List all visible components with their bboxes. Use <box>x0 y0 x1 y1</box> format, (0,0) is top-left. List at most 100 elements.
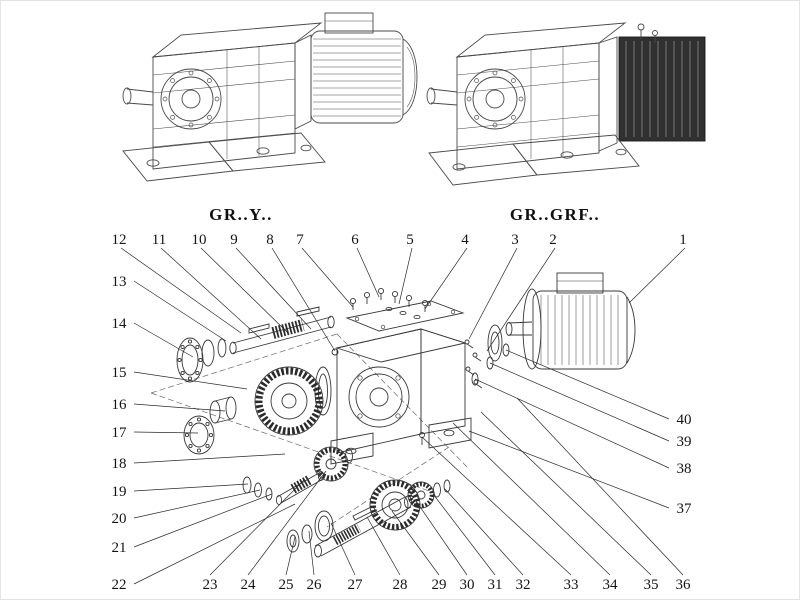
leader-line-3 <box>468 247 518 340</box>
part-number-15: 15 <box>112 365 127 381</box>
construction-lines <box>150 333 470 528</box>
leader-line-30 <box>415 500 468 576</box>
terminal-box <box>556 272 604 294</box>
leader-line-17 <box>133 431 199 434</box>
leader-line-22 <box>133 503 296 585</box>
part-number-40: 40 <box>677 412 692 428</box>
part-number-22: 22 <box>112 577 127 593</box>
part-number-16: 16 <box>112 397 128 413</box>
part-number-11: 11 <box>152 232 166 248</box>
oil-plug <box>331 348 339 356</box>
intermediate-gear-set <box>183 366 332 455</box>
leader-line-31 <box>432 493 496 576</box>
part-number-32: 32 <box>516 577 531 593</box>
leader-line-16 <box>133 403 226 412</box>
assembled-view-grf <box>426 22 706 186</box>
top-screw-icon <box>637 23 645 31</box>
part-number-19: 19 <box>112 484 127 500</box>
part-number-6: 6 <box>351 232 359 248</box>
leader-line-40 <box>505 349 670 420</box>
part-number-33: 33 <box>564 577 579 593</box>
part-number-14: 14 <box>112 316 128 332</box>
part-number-17: 17 <box>112 425 128 441</box>
assembled-view-gry <box>122 12 418 182</box>
part-number-13: 13 <box>112 274 127 290</box>
part-number-10: 10 <box>192 232 207 248</box>
leader-line-4 <box>424 247 468 310</box>
variant-label-grf: GR..GRF.. <box>510 205 600 224</box>
brake-cover-dark <box>618 36 706 142</box>
motor-studs <box>464 339 483 389</box>
leader-line-34 <box>452 422 611 576</box>
leader-line-19 <box>133 483 249 492</box>
part-number-12: 12 <box>112 232 127 248</box>
leader-line-33 <box>421 436 572 576</box>
part-number-18: 18 <box>112 456 127 472</box>
leader-line-11 <box>160 247 262 340</box>
part-number-31: 31 <box>488 577 503 593</box>
leader-line-35 <box>480 411 652 576</box>
part-number-5: 5 <box>406 232 414 248</box>
shaft-key <box>296 306 320 317</box>
leader-line-38 <box>474 378 670 469</box>
part-number-37: 37 <box>677 501 693 517</box>
part-number-38: 38 <box>677 461 692 477</box>
motor-flange <box>522 288 542 370</box>
cover-bolts <box>349 287 429 320</box>
leader-line-8 <box>271 247 336 352</box>
leader-line-27 <box>330 522 356 576</box>
leader-line-24 <box>247 470 327 576</box>
leader-line-13 <box>133 280 227 342</box>
input-shaft-assembly <box>176 306 335 383</box>
leader-line-29 <box>391 510 440 576</box>
pinion-gear <box>314 447 348 481</box>
part-number-36: 36 <box>676 577 692 593</box>
leader-line-20 <box>133 489 261 519</box>
leader-line-6 <box>356 247 380 298</box>
part-number-8: 8 <box>266 232 274 248</box>
part-number-27: 27 <box>348 577 364 593</box>
part-number-2: 2 <box>549 232 557 248</box>
leader-line-15 <box>133 371 248 390</box>
input-bearing <box>176 337 204 383</box>
part-number-21: 21 <box>112 540 127 556</box>
part-number-30: 30 <box>460 577 475 593</box>
variant-label-gry: GR..Y.. <box>209 205 273 224</box>
leader-line-14 <box>133 322 194 358</box>
output-gear <box>370 480 420 530</box>
part-number-23: 23 <box>203 577 218 593</box>
housing-cover-plate <box>345 300 465 332</box>
part-number-29: 29 <box>432 577 447 593</box>
large-gear <box>255 367 323 435</box>
part-number-7: 7 <box>296 232 304 248</box>
output-bearing <box>314 510 334 542</box>
part-number-3: 3 <box>511 232 519 248</box>
part-number-28: 28 <box>393 577 408 593</box>
part-number-39: 39 <box>677 434 692 450</box>
terminal-box <box>324 12 374 34</box>
shaft-key <box>248 323 270 334</box>
leader-line-39 <box>489 362 670 442</box>
leader-line-2 <box>486 247 556 352</box>
leader-line-37 <box>468 430 670 509</box>
motor-shaft <box>505 322 513 336</box>
leader-line-18 <box>133 453 286 464</box>
output-shaft-assembly <box>286 479 451 558</box>
part-number-4: 4 <box>461 232 469 248</box>
leader-line-9 <box>235 247 312 330</box>
motor-body <box>532 290 628 370</box>
part-number-20: 20 <box>112 511 127 527</box>
part-number-26: 26 <box>307 577 323 593</box>
leader-line-23 <box>209 479 305 576</box>
part-number-35: 35 <box>644 577 659 593</box>
leader-line-32 <box>444 488 524 576</box>
part-number-25: 25 <box>279 577 294 593</box>
leader-line-25 <box>285 536 296 576</box>
leader-line-36 <box>516 397 684 576</box>
exploded-view <box>150 272 636 558</box>
part-number-34: 34 <box>603 577 619 593</box>
leader-line-28 <box>366 516 401 576</box>
